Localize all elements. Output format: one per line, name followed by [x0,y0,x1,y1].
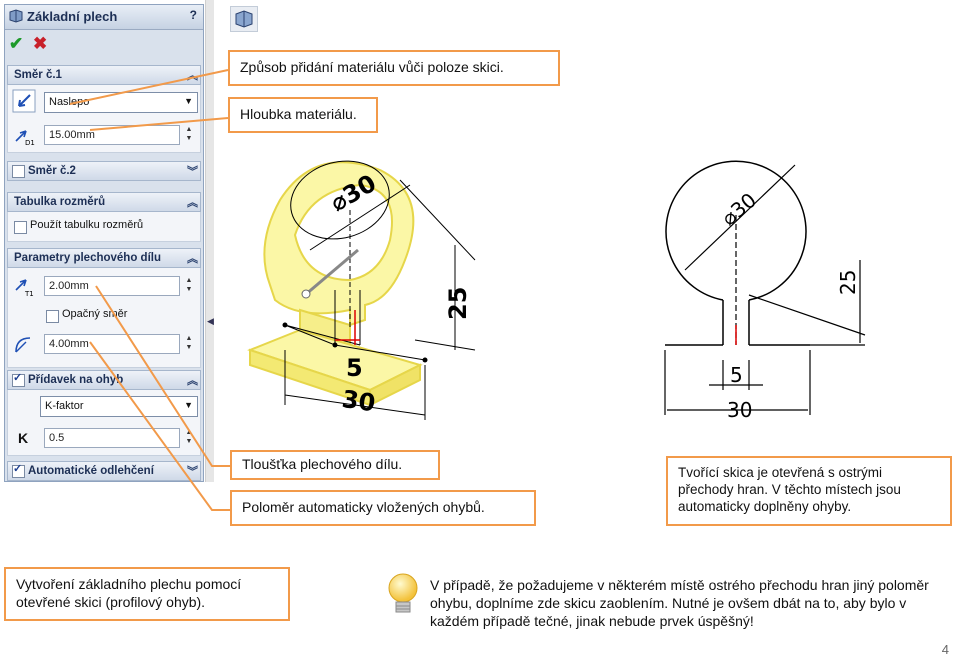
pm-title: Základní plech [27,9,118,24]
sketch-diameter-label: ⌀30 [717,188,761,230]
callout-sketch-note: Tvořící skica je otevřená s ostrými přec… [666,456,952,526]
expand-chevron-icon[interactable]: ︾ [187,166,198,178]
callout-radius: Poloměr automaticky vložených ohybů. [230,490,536,526]
thickness-icon: T1 [15,279,34,298]
direction1-body: Naslepo ▼ D1 15.00mm ▲▼ [7,85,201,153]
use-gauge-table-checkbox[interactable] [14,221,27,234]
splitter-grip-icon[interactable]: ◀ [207,316,214,326]
sheet-params-label: Parametry plechového dílu [14,252,161,264]
drag-handle-icon[interactable] [301,289,311,299]
sketch-neck-label: 5 [730,363,743,387]
reverse-direction-checkbox[interactable] [46,310,59,323]
thickness-spinner[interactable]: ▲▼ [185,277,193,293]
bend-allowance-label: Přídavek na ohyb [28,374,124,386]
cancel-button[interactable]: ✖ [33,34,48,53]
expand-chevron-icon[interactable]: ︾ [187,466,198,478]
thickness-input[interactable]: 2.00mm [44,276,180,296]
reverse-direction-label: Opačný směr [62,308,128,320]
page-number: 4 [941,642,949,657]
model-base-label: 30 [340,385,377,417]
gauge-table-body: Použít tabulku rozměrů [7,212,201,242]
direction2-label: Směr č.2 [28,165,76,177]
direction2-checkbox[interactable] [12,165,25,178]
depth-spinner[interactable]: ▲▼ [185,126,193,142]
gauge-table-label: Tabulka rozměrů [14,196,106,208]
property-manager: Základní plech ? ✔ ✖ Směr č.1 ︽ Naslepo … [4,4,204,482]
model-sketch [284,160,476,420]
sheet-params-header[interactable]: Parametry plechového dílu ︽ [7,248,201,268]
bend-allowance-body: K-faktor ▼ K 0.5 ▲▼ [7,390,201,456]
direction1-label: Směr č.1 [14,69,62,81]
tip-text: V případě, že požadujeme v některém míst… [430,577,929,629]
direction1-header[interactable]: Směr č.1 ︽ [7,65,201,85]
dropdown-arrow-icon: ▼ [184,400,193,410]
depth-icon-label: D1 [25,139,35,147]
auto-relief-label: Automatické odlehčení [28,465,154,477]
use-gauge-table-label: Použít tabulku rozměrů [30,219,144,231]
callout-thickness: Tloušťka plechového dílu. [230,450,440,480]
sketch-height-label: 25 [836,270,860,295]
profile-sketch: ⌀30 25 5 30 [664,160,866,422]
auto-relief-checkbox[interactable] [12,462,25,478]
bend-allowance-type-value: K-faktor [45,400,84,412]
k-factor-spinner[interactable]: ▲▼ [185,429,193,445]
depth-icon: D1 [15,130,35,147]
end-condition-value: Naslepo [49,96,90,108]
direction2-header[interactable]: Směr č.2 ︾ [7,161,201,181]
sheet-metal-model: ⌀30 25 5 30 [247,160,476,420]
bend-allowance-type-select[interactable]: K-faktor ▼ [40,396,198,417]
bend-radius-input[interactable]: 4.00mm [44,334,180,354]
help-icon[interactable]: ? [189,8,197,22]
end-condition-select[interactable]: Naslepo ▼ [44,92,198,113]
sketch-base-label: 30 [727,398,752,422]
collapse-chevron-icon[interactable]: ︽ [187,375,198,387]
gauge-table-header[interactable]: Tabulka rozměrů ︽ [7,192,201,212]
lightbulb-icon [388,573,418,613]
pm-title-bar: Základní plech ? [5,5,203,30]
ok-button[interactable]: ✔ [9,34,24,53]
reverse-direction-icon[interactable] [12,89,36,113]
sheet-metal-icon [9,9,23,23]
collapse-chevron-icon[interactable]: ︽ [187,253,198,265]
k-factor-symbol: K [18,430,29,446]
callout-main-note: Vytvoření základního plechu pomocí otevř… [4,567,290,621]
k-factor-input[interactable]: 0.5 [44,428,180,448]
depth-input[interactable]: 15.00mm [44,125,180,145]
model-neck-label: 5 [346,354,363,382]
sheet-params-body: T1 2.00mm ▲▼ Opačný směr 4.00mm ▲▼ [7,268,201,368]
feature-tree-icon[interactable] [230,6,258,32]
bend-allowance-checkbox[interactable] [12,371,25,387]
model-height-label: 25 [444,287,472,320]
model-body [247,161,423,407]
collapse-chevron-icon[interactable]: ︽ [187,197,198,209]
extrude-arrow-icon[interactable] [304,248,359,297]
callout-depth: Hloubka materiálu. [228,97,378,133]
auto-relief-header[interactable]: Automatické odlehčení ︾ [7,461,201,481]
callout-direction: Způsob přidání materiálu vůči poloze ski… [228,50,560,86]
thickness-icon-label: T1 [24,290,34,298]
dropdown-arrow-icon: ▼ [184,96,193,106]
bend-radius-icon [15,337,31,353]
panel-splitter[interactable]: ◀ [205,0,214,482]
bend-allowance-header[interactable]: Přídavek na ohyb ︽ [7,370,201,390]
collapse-chevron-icon[interactable]: ︽ [187,70,198,82]
bend-radius-spinner[interactable]: ▲▼ [185,335,193,351]
